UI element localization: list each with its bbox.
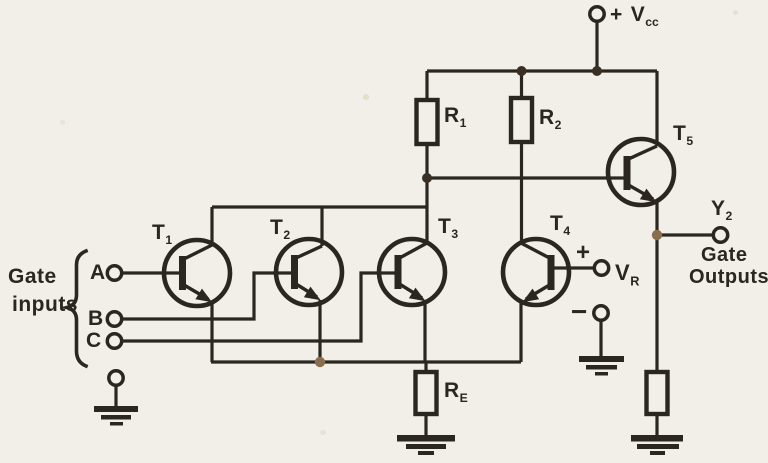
- t5-emitter-arrow: [639, 188, 657, 203]
- t2-transistor: [273, 236, 345, 308]
- gate-inputs-label-line2: inputs: [12, 293, 78, 316]
- paper-speck: [60, 120, 65, 125]
- gate-inputs-brace: [59, 248, 89, 369]
- input-ground-symbol: [94, 406, 138, 426]
- junction-dot-emitter-rail: [314, 356, 326, 368]
- vr-minus-sign: −: [571, 296, 588, 327]
- re-ground-symbol: [397, 435, 455, 455]
- input-a-terminal: [105, 264, 124, 282]
- t1-label: T1: [152, 221, 173, 248]
- y2-terminal: [711, 226, 730, 244]
- vr-ground-symbol: [579, 356, 624, 376]
- gate-inputs-label-line1: Gate: [8, 265, 57, 288]
- gate-outputs-label-line1: Gate: [701, 244, 748, 266]
- t5-transistor: [605, 136, 677, 208]
- paper-speck: [733, 10, 738, 15]
- t3-label: T3: [438, 215, 459, 242]
- output-resistor: [644, 369, 670, 417]
- t4-label: T4: [550, 212, 571, 239]
- t4-emitter-arrow: [522, 288, 540, 303]
- vr-label: VR: [615, 260, 640, 289]
- t2-emitter-arrow: [303, 286, 321, 301]
- junction-dot-r2-rail: [516, 66, 527, 76]
- vr-plus-terminal: [592, 259, 611, 277]
- output-ground-symbol: [631, 435, 683, 455]
- vr-minus-terminal: [592, 304, 610, 322]
- vr-plus-sign: +: [576, 239, 591, 266]
- re-resistor: [413, 369, 439, 417]
- input-b-terminal: [105, 310, 124, 328]
- t3-emitter-arrow: [408, 287, 426, 302]
- paper-speck: [363, 94, 369, 100]
- r1-resistor: [414, 97, 440, 147]
- gate-outputs-label-line2: Outputs: [689, 266, 768, 288]
- t3-transistor: [376, 236, 448, 308]
- junction-dot-r1-t3: [422, 173, 432, 183]
- input-b-wire: [122, 271, 293, 321]
- r2-label: R2: [539, 106, 562, 133]
- paper-speck: [320, 430, 326, 435]
- input-c-terminal: [105, 332, 124, 350]
- t1-emitter-arrow: [195, 288, 213, 303]
- vcc-terminal: [588, 5, 606, 23]
- input-a-label: A: [90, 261, 106, 284]
- junction-dot-output: [651, 229, 663, 241]
- t4-transistor: [500, 236, 572, 308]
- r1-label: R1: [444, 104, 467, 131]
- re-label: RE: [444, 379, 468, 406]
- r2-resistor: [508, 95, 535, 145]
- y2-label: Y2: [711, 197, 733, 224]
- t1-transistor: [161, 237, 233, 309]
- junction-dot-vcc-rail: [592, 66, 602, 76]
- vcc-label: +Vcc: [610, 3, 659, 30]
- input-b-label: B: [88, 307, 104, 330]
- t5-label: T5: [673, 122, 694, 149]
- input-ground-terminal: [107, 369, 125, 387]
- t2-label: T2: [270, 216, 291, 243]
- wires: [114, 21, 713, 435]
- input-c-label: C: [86, 329, 102, 352]
